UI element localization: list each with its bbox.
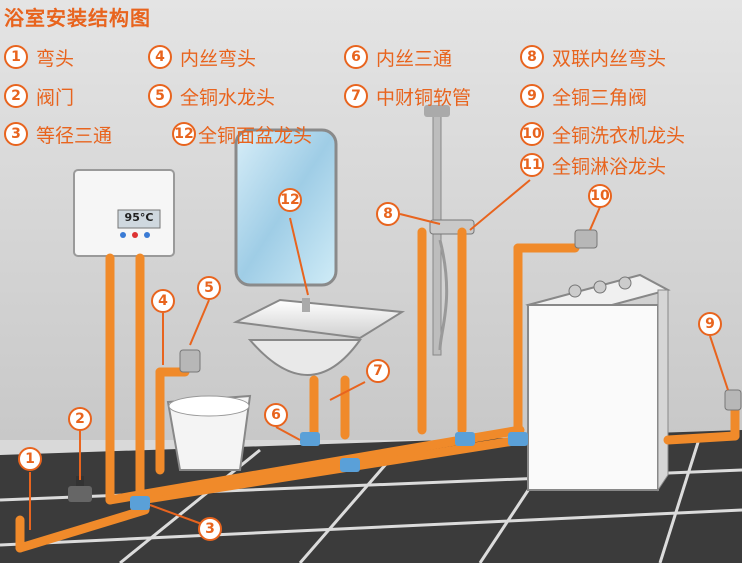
page-title: 浴室安装结构图 (4, 6, 151, 30)
callout-marker: 8 (376, 202, 400, 226)
legend-number: 4 (148, 45, 172, 69)
callout-marker: 10 (588, 184, 612, 208)
mop-basin (166, 394, 252, 471)
legend-label: 全铜水龙头 (180, 86, 276, 109)
legend-number: 5 (148, 84, 172, 108)
legend-item: 1 弯头 (4, 44, 74, 70)
callout-marker: 3 (198, 517, 222, 541)
legend-number: 8 (520, 45, 544, 69)
callout-marker: 6 (264, 403, 288, 427)
legend-label: 等径三通 (36, 124, 113, 147)
legend-label: 全铜洗衣机龙头 (552, 124, 686, 147)
legend-label: 内丝弯头 (180, 47, 257, 70)
legend-item: 8 双联内丝弯头 (520, 44, 666, 70)
legend-number: 2 (4, 84, 28, 108)
legend-item: 7 中财铜软管 (344, 83, 471, 109)
callout-marker: 7 (366, 359, 390, 383)
legend-number: 11 (520, 153, 544, 177)
legend-label: 阀门 (36, 86, 75, 109)
legend-label: 内丝三通 (376, 47, 453, 70)
legend-number: 1 (4, 45, 28, 69)
washing-machine (525, 273, 671, 492)
legend-label: 全铜三角阀 (552, 86, 648, 109)
legend-number: 7 (344, 84, 368, 108)
callout-marker: 4 (151, 289, 175, 313)
callout-marker: 5 (197, 276, 221, 300)
legend-number: 12 (172, 122, 196, 146)
water-heater (73, 169, 175, 257)
pipe-network (15, 227, 740, 553)
legend-item: 5 全铜水龙头 (148, 83, 275, 109)
legend-item: 3 等径三通 (4, 121, 112, 147)
legend-item: 9 全铜三角阀 (520, 83, 647, 109)
callout-marker: 1 (18, 447, 42, 471)
pipe-fittings (130, 432, 528, 510)
legend-label: 全铜面盆龙头 (198, 124, 313, 147)
legend-item: 2 阀门 (4, 83, 74, 109)
valve (68, 476, 92, 502)
callout-marker: 9 (698, 312, 722, 336)
legend-number: 3 (4, 122, 28, 146)
legend-label: 全铜淋浴龙头 (552, 155, 667, 178)
faucets (179, 229, 742, 411)
sink (232, 298, 406, 376)
legend-item: 10 全铜洗衣机龙头 (520, 121, 685, 147)
legend-label: 中财铜软管 (376, 86, 472, 109)
legend-item: 6 内丝三通 (344, 44, 452, 70)
legend-number: 6 (344, 45, 368, 69)
legend-number: 9 (520, 84, 544, 108)
heater-display: 95°C (124, 211, 154, 224)
legend-number: 10 (520, 122, 544, 146)
legend-item: 11 全铜淋浴龙头 (520, 152, 666, 178)
legend-item: 12 全铜面盆龙头 (172, 121, 312, 147)
legend-item: 4 内丝弯头 (148, 44, 256, 70)
legend-label: 双联内丝弯头 (552, 47, 667, 70)
callout-marker: 12 (278, 188, 302, 212)
legend-label: 弯头 (36, 47, 75, 70)
callout-marker: 2 (68, 407, 92, 431)
